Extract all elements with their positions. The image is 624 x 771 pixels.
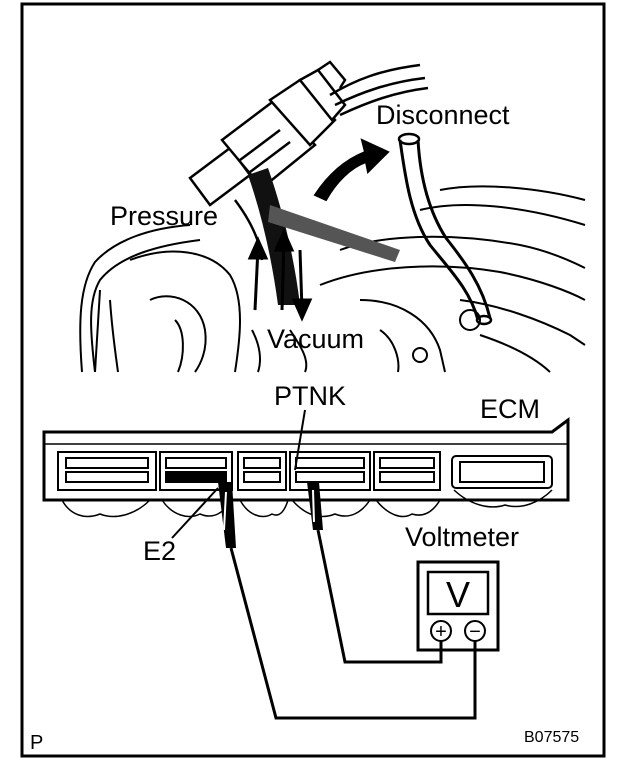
- label-e2: E2: [143, 536, 176, 566]
- ecm-connector-1: [57, 451, 157, 491]
- label-voltmeter: Voltmeter: [405, 522, 519, 552]
- label-ptnk: PTNK: [274, 381, 346, 411]
- corner-code: P: [30, 732, 43, 754]
- ecm-connector-4: [289, 451, 371, 491]
- voltmeter: V + −: [416, 560, 500, 652]
- label-pressure: Pressure: [110, 201, 218, 231]
- sensor-pipe: [248, 168, 300, 305]
- engine-sketch: [79, 132, 586, 373]
- wire-harness: [317, 60, 429, 117]
- label-vacuum: Vacuum: [267, 324, 364, 354]
- pressure-sensor: [188, 68, 347, 261]
- voltmeter-display: [426, 570, 490, 616]
- e2-leader: [171, 487, 219, 539]
- voltmeter-symbol: V: [446, 574, 470, 615]
- label-ecm: ECM: [480, 394, 540, 424]
- label-disconnect: Disconnect: [376, 100, 510, 130]
- ptnk-probe: [307, 482, 323, 530]
- e2-test-lead: [229, 547, 477, 720]
- wire-bundles: [61, 489, 553, 518]
- outer-border: [20, 2, 606, 758]
- ecm-connector-6: [451, 455, 553, 489]
- positive-terminal-label: +: [435, 621, 447, 643]
- ecm-connector-3: [237, 451, 287, 491]
- ecm-connector-5: [373, 451, 441, 491]
- negative-terminal-label: −: [469, 621, 481, 643]
- ptnk-leader: [294, 409, 306, 471]
- disconnect-arrow: [313, 138, 390, 202]
- hatched-band: [268, 205, 400, 262]
- figure-id: B07575: [524, 729, 579, 746]
- vacuum-arrow: [291, 249, 313, 322]
- pressure-arrow: [247, 228, 295, 311]
- e2-probe: [218, 482, 236, 548]
- ptnk-test-lead: [316, 529, 443, 664]
